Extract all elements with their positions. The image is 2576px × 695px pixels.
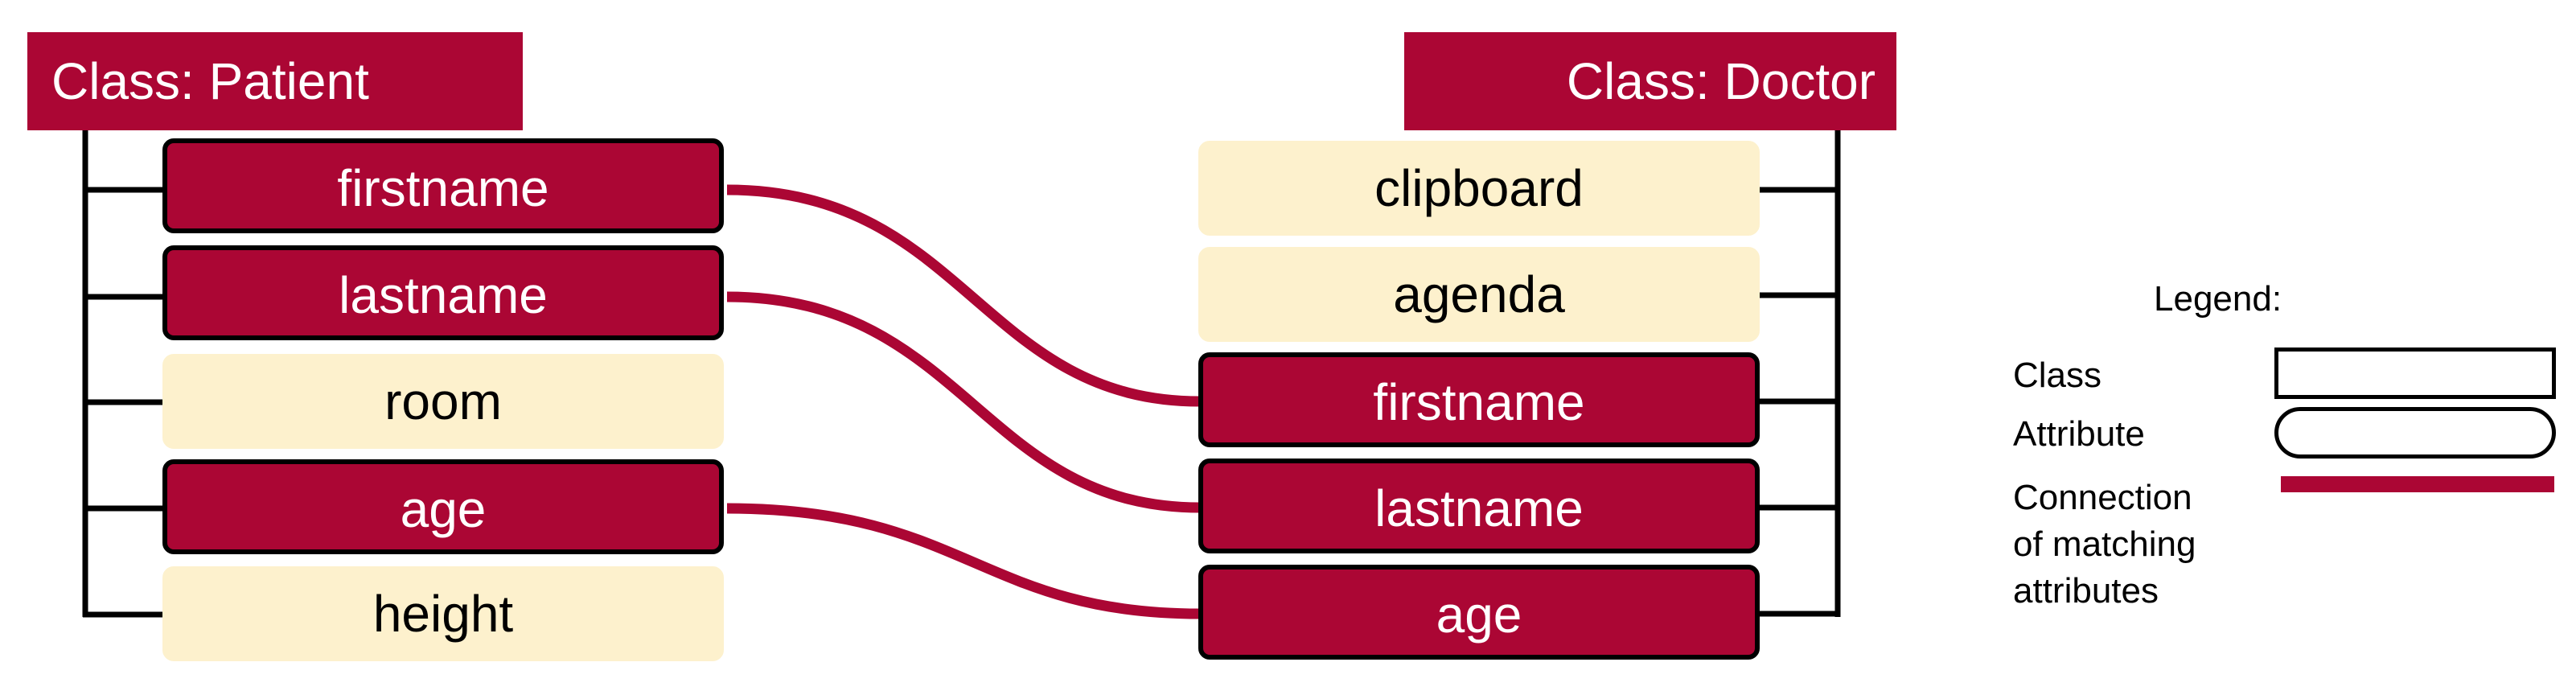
doctor-class-header: Class: Doctor <box>1404 32 1896 130</box>
doctor-attribute-agenda: agenda <box>1198 247 1760 342</box>
legend-label-connection-line1: Connection <box>2013 478 2192 517</box>
legend-label-connection-line3: attributes <box>2013 571 2159 611</box>
patient-attribute-height: height <box>162 566 724 661</box>
doctor-attribute-clipboard: clipboard <box>1198 141 1760 236</box>
patient-attribute-room: room <box>162 354 724 449</box>
doctor-attribute-age: age <box>1198 565 1760 660</box>
legend-attribute-symbol <box>2274 407 2556 459</box>
patient-attribute-age: age <box>162 459 724 554</box>
legend-label-attribute: Attribute <box>2013 414 2145 454</box>
connection-lastname <box>726 291 1201 513</box>
connection-age <box>726 503 1201 619</box>
patient-attribute-lastname: lastname <box>162 245 724 340</box>
legend-label-class: Class <box>2013 356 2102 395</box>
doctor-attribute-lastname: lastname <box>1198 459 1760 553</box>
legend-title: Legend: <box>2154 279 2282 319</box>
doctor-attribute-firstname: firstname <box>1198 352 1760 447</box>
connection-firstname <box>726 184 1201 407</box>
patient-class-header: Class: Patient <box>27 32 523 130</box>
legend-class-symbol <box>2274 348 2556 399</box>
legend-label-connection-line2: of matching <box>2013 524 2196 564</box>
patient-attribute-firstname: firstname <box>162 138 724 233</box>
